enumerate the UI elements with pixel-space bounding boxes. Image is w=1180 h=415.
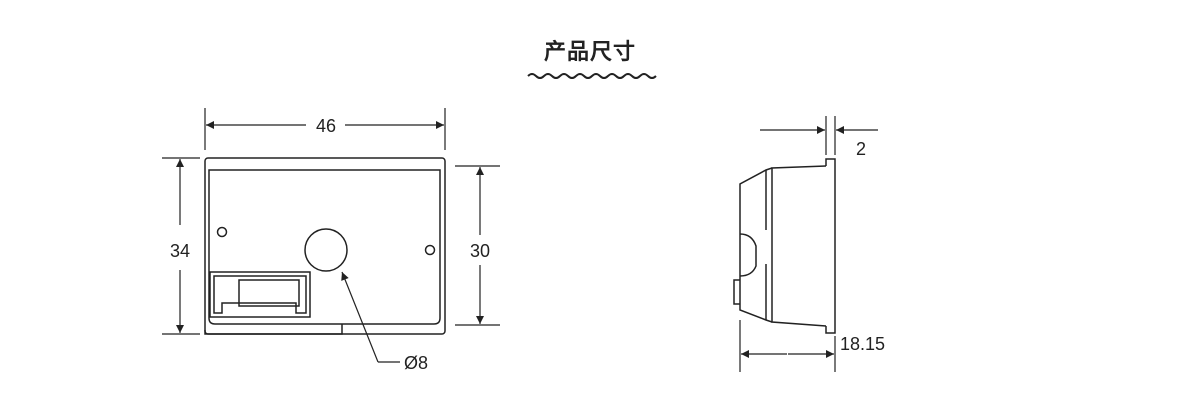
hole-leader: [341, 271, 400, 363]
connector-outer: [209, 271, 311, 318]
hole-diameter-label: Ø8: [404, 353, 428, 373]
connector-inner: [213, 275, 307, 314]
mounting-hole-right: [424, 244, 436, 256]
side-depth-label: 18.15: [840, 334, 885, 354]
front-outer-height-dimension: [162, 157, 200, 335]
title-wavy-underline: [527, 73, 657, 79]
side-flange-dimension: [760, 116, 878, 155]
page-title: 产品尺寸: [543, 40, 636, 65]
side-flange-label: 2: [856, 139, 866, 159]
front-view: [204, 157, 446, 335]
front-width-dimension: [204, 108, 446, 150]
side-lens-housing: [739, 167, 773, 323]
front-outer-height-label: 34: [170, 241, 190, 261]
front-inner-height-label: 30: [470, 241, 490, 261]
front-width-label: 46: [316, 116, 336, 136]
side-flange: [825, 158, 836, 334]
side-view: [733, 158, 836, 334]
side-connector-tab: [733, 279, 740, 305]
side-depth-dimension: [739, 320, 836, 372]
front-bottom-extension: [204, 324, 343, 335]
front-inner-panel: [208, 169, 441, 325]
lens-hole: [304, 228, 348, 272]
front-outer-body: [204, 157, 446, 335]
side-body: [771, 165, 827, 327]
mounting-hole-left: [216, 226, 228, 238]
front-inner-height-dimension: [455, 165, 500, 326]
side-lens-bulge: [739, 233, 757, 277]
connector-window: [238, 279, 300, 307]
